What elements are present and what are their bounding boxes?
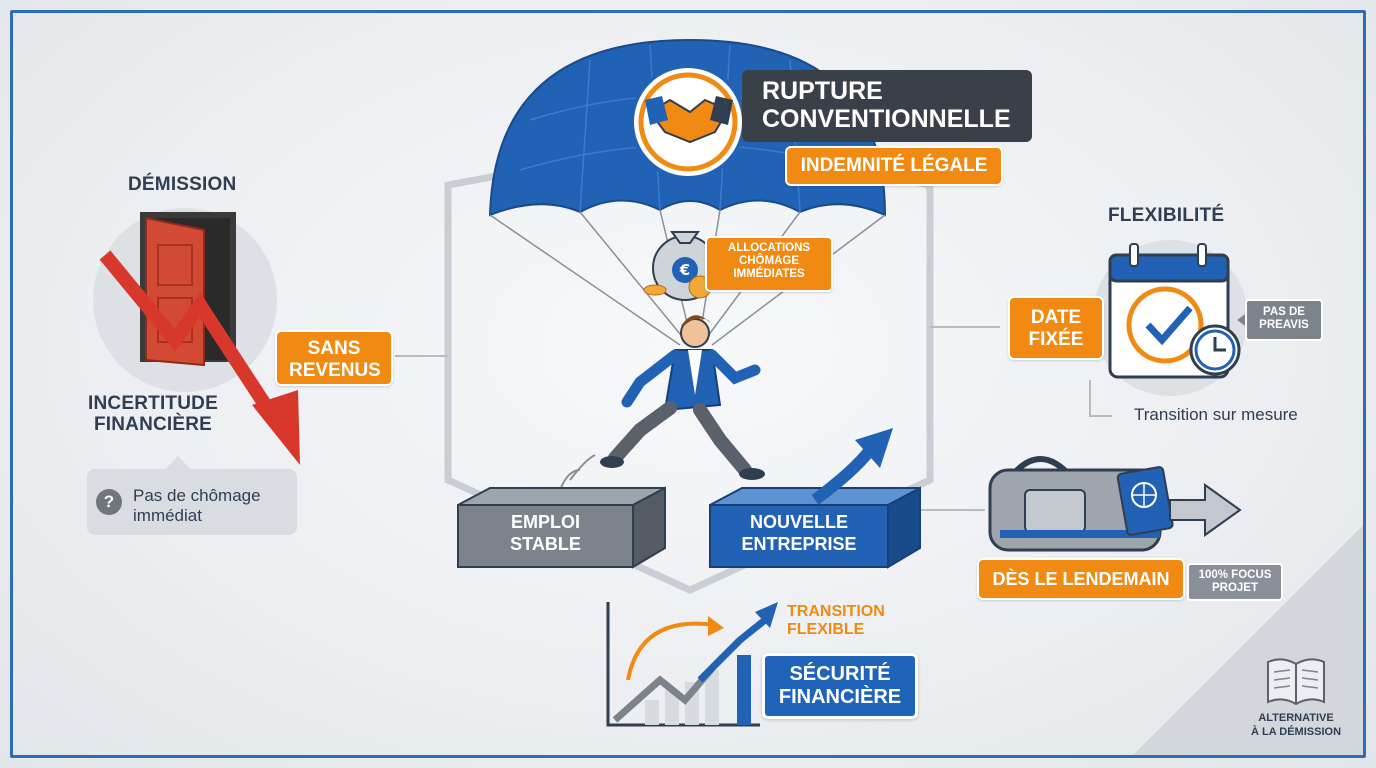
des-le-lendemain-tag: DÈS LE LENDEMAIN	[977, 558, 1185, 600]
transition-line2: FLEXIBLE	[787, 621, 865, 639]
nouvelle-line1: NOUVELLE	[749, 512, 848, 532]
note-box: ? Pas de chômage immédiat	[87, 469, 297, 535]
demission-title: DÉMISSION	[128, 174, 237, 195]
down-arrow-icon	[99, 250, 300, 465]
securite-line1: SÉCURITÉ	[789, 663, 891, 685]
allocations-line1: ALLOCATIONS	[727, 242, 811, 254]
allocations-tag: ALLOCATIONS CHÔMAGE IMMÉDIATES	[705, 236, 833, 292]
svg-text:€: €	[679, 261, 690, 279]
focus-line1: 100% FOCUS	[1198, 569, 1272, 581]
growth-chart-icon	[606, 602, 778, 727]
connector-lines	[395, 326, 1112, 511]
indemnite-tag: INDEMNITÉ LÉGALE	[785, 146, 1003, 186]
emploi-stable-label: EMPLOI STABLE	[458, 512, 633, 555]
incertitude-line1: INCERTITUDE	[88, 393, 218, 414]
securite-financiere-tag: SÉCURITÉ FINANCIÈRE	[762, 653, 918, 719]
flexibilite-title: FLEXIBILITÉ	[1108, 205, 1225, 226]
open-book-icon	[1267, 658, 1325, 706]
sans-revenus-tag: SANS REVENUS	[275, 330, 393, 386]
transition-sur-mesure-text: Transition sur mesure	[1134, 405, 1298, 424]
date-line1: DATE	[1030, 307, 1082, 328]
up-arrow-icon	[811, 428, 893, 505]
pas-de-preavis-tag: PAS DE PREAVIS	[1245, 299, 1323, 341]
corner-line1: ALTERNATIVE	[1258, 712, 1334, 724]
focus-projet-tag: 100% FOCUS PROJET	[1187, 563, 1283, 601]
note-line2: immédiat	[133, 505, 202, 525]
note-line1: Pas de chômage	[133, 486, 261, 505]
allocations-line2: CHÔMAGE	[738, 255, 800, 268]
nouvelle-line2: ENTREPRISE	[741, 533, 857, 554]
right-arrow-icon	[1169, 483, 1242, 537]
emploi-line1: EMPLOI	[510, 512, 580, 532]
clock-icon	[1189, 324, 1241, 376]
incertitude-label: INCERTITUDE FINANCIÈRE	[82, 393, 224, 436]
travel-bag-icon	[988, 456, 1162, 552]
door-icon	[93, 208, 277, 392]
rupture-title-box: RUPTURE CONVENTIONNELLE	[742, 70, 1032, 142]
emploi-line2: STABLE	[510, 533, 581, 554]
question-icon: ?	[96, 489, 122, 515]
block-left	[457, 486, 666, 569]
sans-revenus-label: SANS REVENUS	[289, 338, 381, 381]
focus-line2: PROJET	[1211, 582, 1258, 595]
allocations-line3: IMMÉDIATES	[733, 268, 805, 281]
date-fixee-tag: DATE FIXÉE	[1008, 296, 1104, 360]
preavis-line1: PAS DE	[1263, 306, 1305, 318]
securite-line2: FINANCIÈRE	[778, 686, 902, 708]
outer-frame	[10, 10, 1366, 758]
date-line2: FIXÉE	[1028, 328, 1084, 350]
nouvelle-entreprise-label: NOUVELLE ENTREPRISE	[710, 512, 888, 555]
block-right	[709, 486, 921, 569]
rupture-title-line1: RUPTURE	[762, 77, 883, 105]
passport-icon	[1116, 466, 1174, 536]
note-text: Pas de chômage immédiat	[133, 486, 261, 525]
person-jumping-icon	[600, 315, 765, 480]
preavis-line2: PREAVIS	[1259, 319, 1309, 332]
handshake-icon	[630, 64, 746, 180]
incertitude-line2: FINANCIÈRE	[93, 413, 213, 435]
transition-line1: TRANSITION	[787, 603, 885, 620]
transition-flexible-label: TRANSITION FLEXIBLE	[787, 603, 885, 640]
corner-label: ALTERNATIVE À LA DÉMISSION	[1236, 712, 1356, 740]
corner-line2: À LA DÉMISSION	[1250, 725, 1342, 738]
rupture-title-line2: CONVENTIONNELLE	[762, 104, 1011, 133]
